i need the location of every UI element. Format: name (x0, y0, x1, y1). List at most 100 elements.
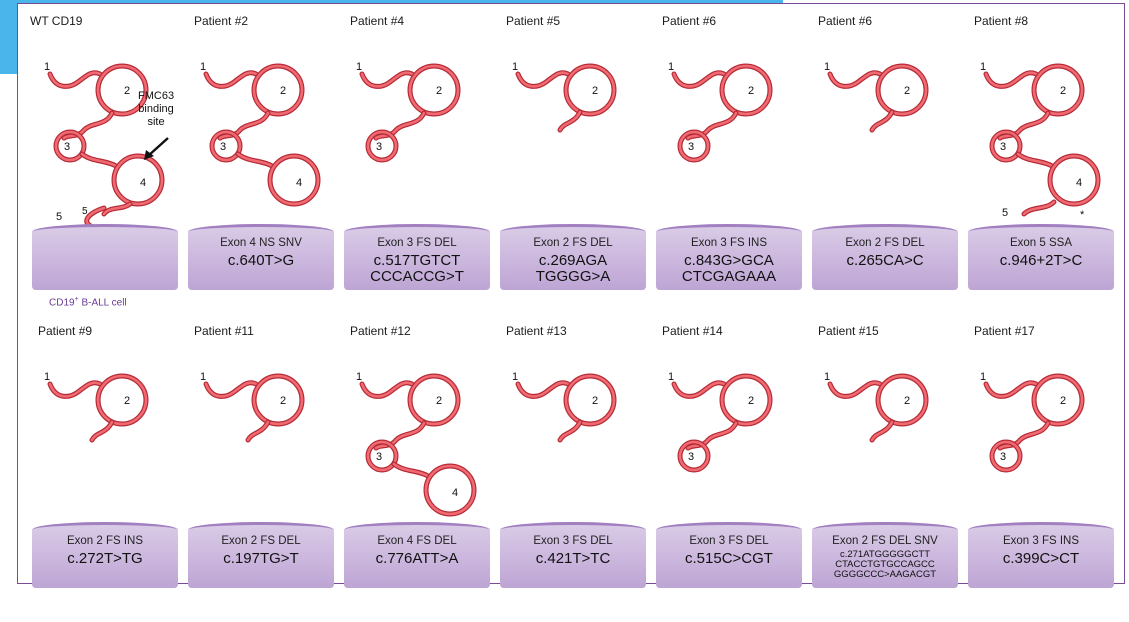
mutation-type: Exon 3 FS DEL (656, 535, 802, 547)
mutation-notation: c.843G>GCA CTCGAGAAA (656, 253, 802, 285)
panel-title: Patient #9 (38, 324, 92, 338)
domain-2-label: 2 (748, 395, 754, 407)
mutation-type: Exon 2 FS DEL (812, 237, 958, 249)
tail (560, 112, 580, 130)
mutation-notation: c.517TGTCT CCCACCG>T (344, 253, 490, 285)
panel-title: Patient #4 (350, 14, 404, 28)
mutation-notation: c.271ATGGGGGCTT CTACCTGTGCCAGCC GGGGCCC>… (812, 550, 958, 580)
domain-1-label: 1 (200, 371, 206, 383)
domain-3-label: 3 (376, 451, 382, 463)
domain-1-label: 1 (980, 61, 986, 73)
cd19-protein-diagram: 123 (962, 340, 1112, 530)
mutation-type: Exon 3 FS INS (968, 535, 1114, 547)
domain-3-label: 3 (688, 451, 694, 463)
domain-1-label: 1 (512, 371, 518, 383)
domain-3-label: 3 (688, 141, 694, 153)
domain-2-label: 2 (280, 395, 286, 407)
domain-4-loop (426, 466, 474, 514)
domain-2-label: 2 (280, 85, 286, 97)
domain-1-label: 1 (44, 371, 50, 383)
domain-2-label: 2 (124, 395, 130, 407)
cell-membrane: Exon 4 FS DELc.776ATT>A (344, 522, 490, 588)
cd19-protein-diagram: 12 (494, 340, 644, 530)
cell-membrane (32, 224, 178, 290)
panel-title: Patient #14 (662, 324, 723, 338)
domain-2-label: 2 (1060, 395, 1066, 407)
panel-1: WT CD19123455678910111213FMC63 binding s… (26, 12, 176, 312)
panel-title: Patient #8 (974, 14, 1028, 28)
domain-2-loop (410, 66, 458, 114)
strand-3 (1018, 154, 1052, 166)
panel-title: Patient #5 (506, 14, 560, 28)
cell-membrane: Exon 2 FS DEL c.265CA>C (812, 224, 958, 290)
domain-4-loop (114, 156, 162, 204)
cell-membrane: Exon 2 FS DEL c.269AGA TGGGG>A (500, 224, 646, 290)
panel-8: Patient #912Exon 2 FS INSc.272T>TG (26, 322, 176, 622)
fmc63-binding-site-label: FMC63 binding site (138, 90, 174, 129)
domain-2-loop (566, 66, 614, 114)
mutation-notation: c.265CA>C (812, 253, 958, 269)
cd19-protein-diagram: 123 (338, 30, 488, 220)
domain-2-loop (878, 66, 926, 114)
cell-membrane: Exon 3 FS DELc.421T>TC (500, 522, 646, 588)
mutation-type: Exon 3 FS DEL (344, 237, 490, 249)
domain-2-label: 2 (904, 395, 910, 407)
mutation-notation: c.272T>TG (32, 551, 178, 567)
stalk (1024, 202, 1054, 214)
domain-1-label: 1 (824, 371, 830, 383)
domain-4-loop (1050, 156, 1098, 204)
domain-2-label: 2 (1060, 85, 1066, 97)
cd19-protein-diagram: 1234 (338, 340, 488, 530)
domain-3-label: 3 (1000, 141, 1006, 153)
cd19-protein-diagram: 12 (806, 30, 956, 220)
tail (560, 422, 580, 440)
panel-4: Patient #512Exon 2 FS DELc.269AGA TGGGG>… (494, 12, 644, 312)
cd19-protein-diagram: 12 (26, 340, 176, 530)
domain-3-label: 3 (64, 141, 70, 153)
domain-2-loop (566, 376, 614, 424)
domain-1-label: 1 (356, 61, 362, 73)
panel-title: WT CD19 (30, 14, 82, 28)
cell-membrane: Exon 3 FS DELc.515C>CGT (656, 522, 802, 588)
mutation-notation: c.197TG>T (188, 551, 334, 567)
domain-1-label: 1 (44, 61, 50, 73)
mutation-notation: c.421T>TC (500, 551, 646, 567)
domain-1-label: 1 (512, 61, 518, 73)
domain-4-label: 4 (452, 487, 458, 499)
panel-7: Patient #812345*Exon 5 SSAc.946+2T>C (962, 12, 1112, 312)
domain-1-label: 1 (980, 371, 986, 383)
asterisk-label: * (1080, 209, 1085, 220)
cd19-protein-diagram: 123 (650, 30, 800, 220)
mutation-type: Exon 2 FS DEL (500, 237, 646, 249)
domain-2-loop (722, 66, 770, 114)
domain-1-label: 1 (668, 371, 674, 383)
panel-title: Patient #11 (194, 324, 254, 338)
domain-2-loop (254, 66, 302, 114)
panel-5: Patient #6123Exon 3 FS INSc.843G>GCA CTC… (650, 12, 800, 312)
domain-2-label: 2 (436, 395, 442, 407)
fmc63-arrow-icon (142, 136, 172, 162)
mutation-notation: c.269AGA TGGGG>A (500, 253, 646, 285)
panel-title: Patient #2 (194, 14, 248, 28)
domain-1-label: 1 (824, 61, 830, 73)
tail (248, 422, 268, 440)
domain-3-label: 3 (220, 141, 226, 153)
domain-2-loop (98, 376, 146, 424)
domain-2-label: 2 (436, 85, 442, 97)
panel-title: Patient #13 (506, 324, 567, 338)
mutation-type: Exon 5 SSA (968, 237, 1114, 249)
strand-3 (82, 154, 116, 166)
strand-3 (238, 154, 272, 166)
domain-4-label: 4 (1076, 177, 1082, 189)
cd19-protein-diagram: 12 (182, 340, 332, 530)
mutation-notation: c.640T>G (188, 253, 334, 269)
